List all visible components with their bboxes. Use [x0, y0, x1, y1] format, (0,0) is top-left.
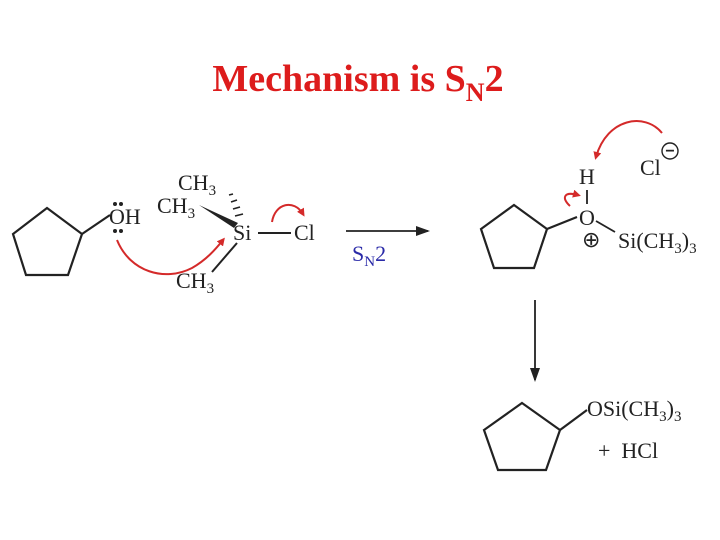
reactant-cyclopentane-ring	[11, 206, 84, 277]
intermediate-h-label: H	[579, 164, 595, 189]
intermediate-sime3-label: Si(CH3)3	[618, 228, 697, 257]
intermediate-cyclopentane-ring	[479, 203, 549, 270]
product-cyclopentane-ring	[482, 401, 562, 472]
product-osime3-label: OSi(CH3)3	[587, 396, 681, 425]
reactant-c-o-bond	[81, 214, 111, 235]
o-si-bond	[595, 220, 616, 233]
product-c-o-bond	[559, 409, 588, 431]
si-ch3-bond	[211, 242, 238, 273]
curved-arrow-oh-bond	[563, 189, 581, 207]
lone-pair-dot	[113, 202, 117, 206]
reactant-ch3-top: CH3	[178, 170, 216, 199]
hashed-bond	[228, 193, 244, 217]
curved-arrow-chloride-attack	[593, 120, 663, 160]
chloride-charge: −	[665, 143, 674, 160]
lone-pair-dot	[119, 202, 123, 206]
product-hcl-label: + HCl	[598, 438, 658, 463]
intermediate-o-label: O	[579, 205, 595, 230]
arrow-label-sn2: SN2	[352, 241, 386, 270]
reactant-cl-label: Cl	[294, 220, 315, 245]
chloride-label: Cl	[640, 155, 661, 180]
curved-arrow-attack	[116, 237, 225, 276]
wedge-bond	[199, 205, 238, 228]
reactant-ch3-mid: CH3	[157, 193, 195, 222]
chloride-charge-circle	[661, 142, 679, 160]
reactant-si-label: Si	[233, 220, 251, 245]
oxonium-charge: ⊕	[582, 227, 600, 252]
reactant-oh-label: OH	[109, 204, 141, 229]
lone-pair-dot	[113, 229, 117, 233]
lone-pair-dot	[119, 229, 123, 233]
intermediate-c-o-bond	[546, 215, 578, 231]
page-title: Mechanism is SN2	[212, 58, 503, 107]
curved-arrow-leaving	[271, 203, 305, 223]
